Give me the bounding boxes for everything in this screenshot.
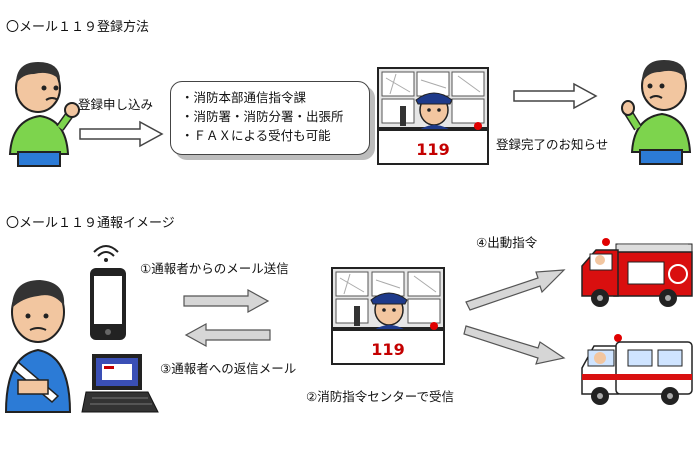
- step2-label: ②消防指令センターで受信: [306, 389, 454, 404]
- desk-number: 119: [416, 140, 449, 159]
- receiver-item: ・消防本部通信指令課: [181, 90, 307, 105]
- smartphone-icon: [90, 245, 126, 340]
- fire-truck-icon: [581, 238, 693, 307]
- complete-label: 登録完了のお知らせ: [496, 137, 609, 152]
- desk-number: 119: [371, 340, 404, 359]
- section2-heading: 〇メール１１９通報イメージ: [6, 216, 175, 231]
- arrow-down-right-icon: [463, 325, 566, 365]
- receiver-item: ・消防署・消防分署・出張所: [181, 109, 344, 124]
- step3-label: ③通報者への返信メール: [160, 361, 297, 376]
- arrow-up-right-icon: [465, 269, 566, 311]
- arrow-right-icon: [183, 288, 270, 314]
- arrow-right-icon: [513, 82, 598, 110]
- receivers-box: ・消防本部通信指令課 ・消防署・消防分署・出張所 ・ＦＡＸによる受付も可能: [170, 81, 370, 155]
- arrow-left-icon: [184, 322, 271, 348]
- reporter-person-icon: [4, 280, 72, 413]
- apply-label: 登録申し込み: [78, 97, 154, 112]
- dispatcher-desk-icon: 119: [377, 67, 489, 165]
- ambulance-icon: [581, 334, 693, 405]
- laptop-icon: [81, 354, 159, 413]
- step4-label: ④出動指令: [476, 235, 538, 250]
- step1-label: ①通報者からのメール送信: [140, 261, 289, 276]
- section1-heading: 〇メール１１９登録方法: [6, 20, 150, 35]
- arrow-right-icon: [79, 120, 164, 148]
- applicant-person-icon: [8, 62, 80, 167]
- registrant-person-icon: [621, 60, 692, 165]
- dispatcher-desk-icon: 119: [331, 267, 445, 365]
- receiver-item: ・ＦＡＸによる受付も可能: [181, 128, 331, 143]
